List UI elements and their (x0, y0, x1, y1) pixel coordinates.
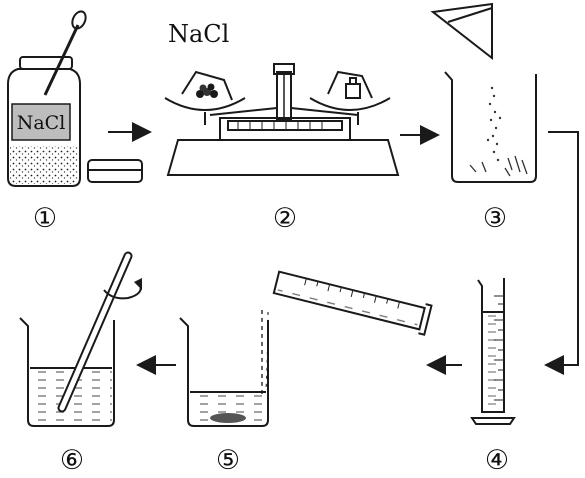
rotation-arrow-icon (103, 283, 142, 300)
left-pan (164, 97, 246, 111)
jar-body (7, 68, 81, 187)
step-number-6: ⑥ (60, 445, 84, 476)
right-pan (309, 97, 391, 111)
weight-icon (345, 83, 361, 99)
jar-label-text: NaCl (17, 112, 66, 134)
step-number-4: ④ (485, 445, 509, 476)
beaker-6 (19, 317, 115, 427)
jar-label-plate (11, 103, 71, 141)
salt-pile (196, 83, 218, 98)
balance-base (166, 139, 400, 176)
step-number-2: ② (273, 203, 297, 234)
connector-arrow (544, 131, 579, 375)
balance-nacl-label: NaCl (168, 20, 229, 48)
balance-scale-bar (227, 120, 343, 131)
beaker-5 (179, 317, 269, 427)
step3-beaker-with-salt (430, 2, 537, 183)
beaker-3 (444, 71, 537, 183)
step4-graduated-cylinder (470, 278, 516, 425)
step1-reagent-jar: NaCl (7, 10, 143, 187)
step-number-1: ① (33, 203, 57, 234)
step-number-5: ⑤ (216, 445, 240, 476)
spoon-icon (43, 24, 80, 96)
step-number-3: ③ (483, 203, 507, 234)
step5-pouring-water (179, 270, 433, 427)
step2-balance: NaCl (164, 20, 400, 176)
step6-stirring (19, 251, 142, 427)
paper-cone (430, 2, 493, 61)
